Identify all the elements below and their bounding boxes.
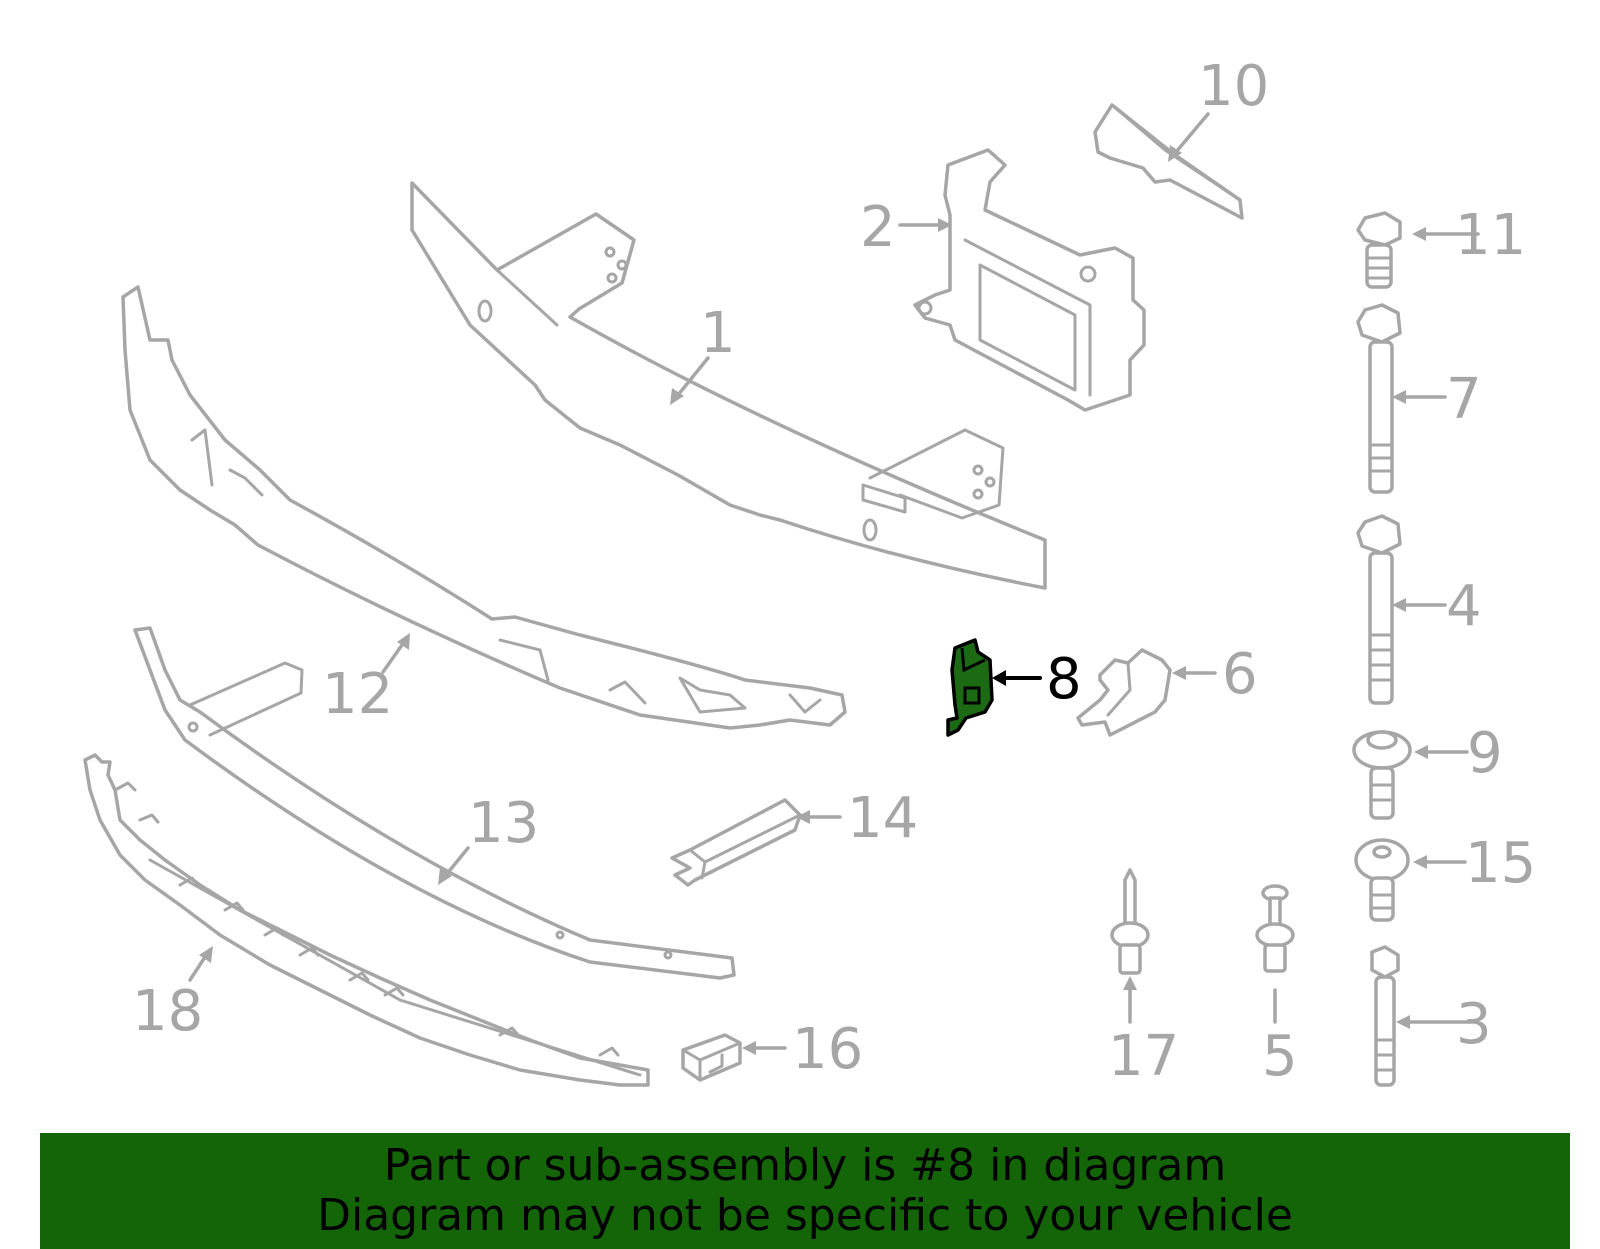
part-6-guide (1076, 648, 1172, 737)
callout-12: 12 (322, 662, 393, 727)
part-4-long-bolt (1356, 514, 1402, 705)
callout-labels: 1 2 10 11 7 4 9 15 3 17 5 6 12 13 14 16 … (132, 54, 1536, 1089)
info-banner: Part or sub-assembly is #8 in diagram Di… (40, 1133, 1570, 1249)
callout-13: 13 (468, 791, 539, 856)
callout-11: 11 (1455, 203, 1526, 268)
part-9-flange-bolt (1352, 730, 1412, 820)
banner-line-1: Part or sub-assembly is #8 in diagram (383, 1140, 1227, 1191)
banner-line-2: Diagram may not be specific to your vehi… (317, 1190, 1293, 1241)
callout-7: 7 (1446, 367, 1482, 432)
leader-lines (188, 112, 1480, 1055)
part-11-bolt (1356, 211, 1402, 289)
callout-3: 3 (1456, 992, 1492, 1057)
callout-15: 15 (1465, 831, 1536, 896)
callout-6: 6 (1222, 642, 1258, 707)
part-7-long-bolt (1356, 303, 1402, 494)
part-16-clip (681, 1033, 742, 1082)
part-2-mounting-bracket (913, 148, 1146, 412)
callout-17: 17 (1108, 1024, 1179, 1089)
callout-8-highlighted: 8 (1046, 647, 1082, 712)
part-15-button-head-bolt (1354, 838, 1410, 922)
callout-9: 9 (1467, 721, 1503, 786)
callout-16: 16 (792, 1017, 863, 1082)
callout-5: 5 (1262, 1024, 1298, 1089)
part-12-energy-absorber (121, 285, 847, 730)
part-3-bolt (1370, 945, 1400, 1087)
callout-4: 4 (1446, 574, 1482, 639)
callout-18: 18 (132, 979, 203, 1044)
part-13-lower-strip (133, 626, 736, 980)
part-5-push-clip (1255, 884, 1295, 973)
part-1-bumper-reinforcement (410, 181, 1047, 590)
part-14-block (670, 798, 802, 887)
callout-14: 14 (847, 786, 918, 851)
part-18-lower-trim (83, 753, 650, 1087)
callout-1: 1 (700, 301, 736, 366)
part-17-rivet (1110, 868, 1150, 975)
callout-10: 10 (1198, 54, 1269, 119)
part-8-highlighted-bracket (946, 638, 994, 737)
callout-2: 2 (860, 195, 896, 260)
